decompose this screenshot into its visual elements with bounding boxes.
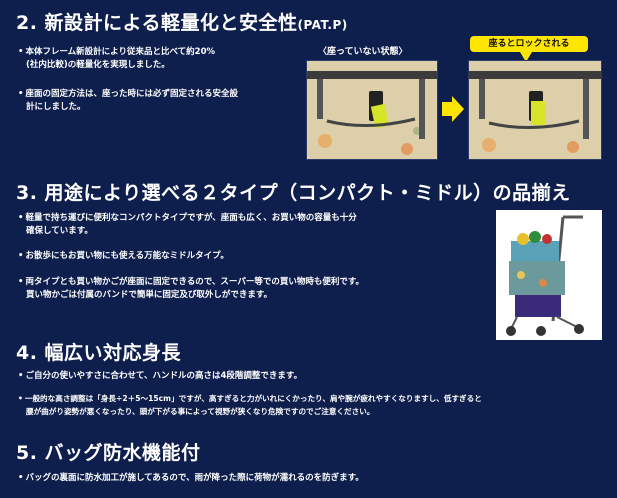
s4-paragraph-2: •一般的な高さ調整は「身長÷2＋5～15cm」ですが、高すぎると力がいれにくかっ…: [18, 394, 482, 416]
s2-paragraph-1: •本体フレーム新設計により従来品と比べて約20% (社内比較)の軽量化を実現しま…: [18, 47, 216, 70]
section-5-heading: 5. バッグ防水機能付: [16, 442, 201, 464]
s4-p2-line-1: 一般的な高さ調整は「身長÷2＋5～15cm」ですが、高すぎると力がいれにくかった…: [24, 394, 482, 403]
section-2-heading: 2. 新設計による軽量化と安全性(PAT.P): [16, 8, 348, 35]
s2-p2-line-1: 座面の固定方法は、座った時には必ず固定される安全設: [25, 89, 238, 99]
arrow-right-icon: [442, 96, 464, 122]
s3-p2-line-1: お散歩にもお買い物にも使える万能なミドルタイプ。: [25, 251, 229, 261]
cart-photo: [496, 210, 602, 340]
seat-photo-unlocked: [306, 60, 438, 160]
section-4-heading: 4. 幅広い対応身長: [16, 342, 182, 364]
section-3-heading: 3. 用途により選べる２タイプ（コンパクト・ミドル）の品揃え: [16, 182, 571, 204]
s3-p3-line-1: 両タイプとも買い物かごが座面に固定できるので、スーパー等での買い物時も便利です。: [25, 277, 364, 287]
seat-locked-illustration: [469, 61, 601, 159]
s2-paragraph-2: •座面の固定方法は、座った時には必ず固定される安全設 計にしました。: [18, 89, 238, 112]
s4-paragraph-1: •ご自分の使いやすさに合わせて、ハンドルの高さは4段階調整できます。: [18, 371, 303, 381]
caption-not-seated: 〈座っていない状態〉: [318, 47, 408, 57]
section-2-title: 2. 新設計による軽量化と安全性: [16, 12, 298, 34]
s5-paragraph-1: •バッグの裏面に防水加工が施してあるので、雨が降った際に荷物が濡れるのを防ぎます…: [18, 473, 364, 483]
s3-paragraph-3: •両タイプとも買い物かごが座面に固定できるので、スーパー等での買い物時も便利です…: [18, 277, 364, 300]
s3-p1-line-2: 確保しています。: [26, 226, 93, 236]
s2-p1-line-2: (社内比較)の軽量化を実現しました。: [26, 60, 170, 70]
s4-p2-line-2: 腰が曲がり姿勢が悪くなったり、頭が下がる事によって視野が狭くなり危険ですのでご注…: [26, 407, 375, 416]
patent-note: (PAT.P): [297, 18, 348, 32]
s3-paragraph-1: •軽量で持ち運びに便利なコンパクトタイプですが、座面も広く、お買い物の容量も十分…: [18, 213, 357, 236]
seat-photo-locked: [468, 60, 602, 160]
seat-unlocked-illustration: [307, 61, 437, 159]
s2-p1-line-1: 本体フレーム新設計により従来品と比べて約20%: [25, 47, 216, 57]
s3-p3-line-2: 買い物かごは付属のバンドで簡単に固定及び取外しができます。: [26, 290, 273, 300]
shopping-cart-illustration: [497, 211, 601, 339]
s3-paragraph-2: •お散歩にもお買い物にも使える万能なミドルタイプ。: [18, 251, 229, 261]
s2-p2-line-2: 計にしました。: [26, 102, 86, 112]
s4-p1-line-1: ご自分の使いやすさに合わせて、ハンドルの高さは4段階調整できます。: [25, 371, 303, 381]
s3-p1-line-1: 軽量で持ち運びに便利なコンパクトタイプですが、座面も広く、お買い物の容量も十分: [25, 213, 357, 223]
badge-pointer: [520, 52, 532, 62]
lock-badge: 座るとロックされる: [470, 36, 588, 52]
s5-p1-line-1: バッグの裏面に防水加工が施してあるので、雨が降った際に荷物が濡れるのを防ぎます。: [25, 473, 364, 483]
